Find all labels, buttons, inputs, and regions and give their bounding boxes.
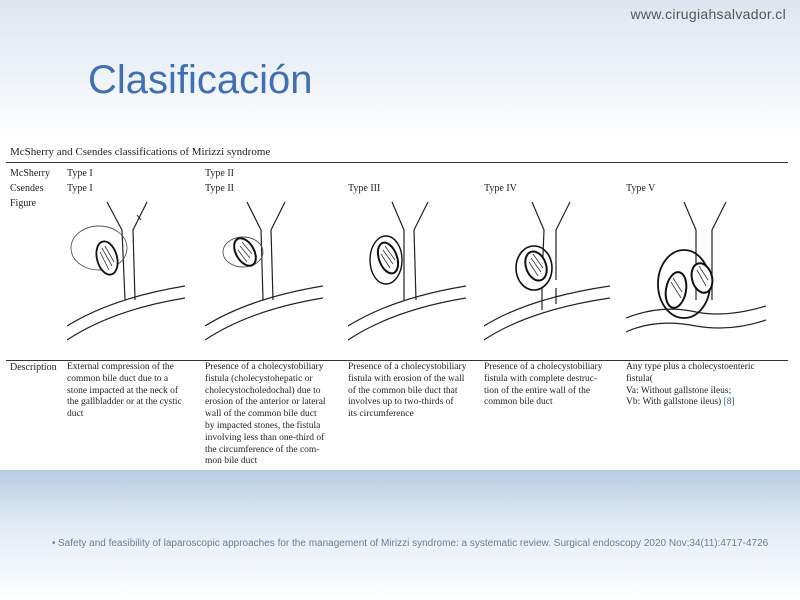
table-caption: McSherry and Csendes classifications of … (10, 146, 271, 158)
website-url[interactable]: www.cirugiahsalvador.cl (630, 6, 786, 22)
row-label-figure: Figure (10, 198, 37, 209)
csendes-type-4: Type IV (484, 183, 517, 194)
row-label-mcsherry: McSherry (10, 168, 50, 179)
description-type-1: External compression of the common bile … (67, 362, 182, 420)
description-type-5-text: Any type plus a cholecystoenteric fistul… (626, 362, 755, 408)
mcsherry-type-1: Type I (67, 168, 93, 179)
figure-type-1 (67, 200, 185, 342)
figure-type-3 (348, 200, 466, 342)
table-rule (6, 162, 788, 163)
row-label-description: Description (10, 362, 57, 373)
description-type-5: Any type plus a cholecystoenteric fistul… (626, 362, 786, 409)
csendes-type-3: Type III (348, 183, 381, 194)
footer-background (0, 470, 800, 600)
csendes-type-1: Type I (67, 183, 93, 194)
description-type-4: Presence of a cholecystobiliary fistula … (484, 362, 603, 408)
table-rule (6, 360, 788, 361)
figure-type-2 (205, 200, 323, 342)
slide-title: Clasificación (88, 58, 313, 102)
header-background (0, 0, 800, 140)
figure-type-5 (626, 200, 766, 342)
description-type-2: Presence of a cholecystobiliary fistula … (205, 362, 326, 467)
classification-table: McSherry and Csendes classifications of … (0, 138, 800, 470)
mirizzi-type-5-illustration (626, 201, 766, 333)
csendes-type-5: Type V (626, 183, 656, 194)
reference-note: • Safety and feasibility of laparoscopic… (52, 538, 778, 550)
description-type-3: Presence of a cholecystobiliary fistula … (348, 362, 467, 420)
mirizzi-type-2-illustration (205, 201, 323, 341)
row-label-csendes: Csendes (10, 183, 44, 194)
mirizzi-type-3-illustration (348, 201, 466, 341)
reference-text: Safety and feasibility of laparoscopic a… (58, 538, 769, 549)
figure-type-4 (484, 200, 610, 342)
mirizzi-type-4-illustration (484, 201, 610, 341)
csendes-type-2: Type II (205, 183, 235, 194)
reference-link[interactable]: [8] (723, 397, 735, 408)
mcsherry-type-2: Type II (205, 168, 235, 179)
bullet-icon: • (52, 538, 56, 549)
mirizzi-type-1-illustration (67, 201, 185, 341)
